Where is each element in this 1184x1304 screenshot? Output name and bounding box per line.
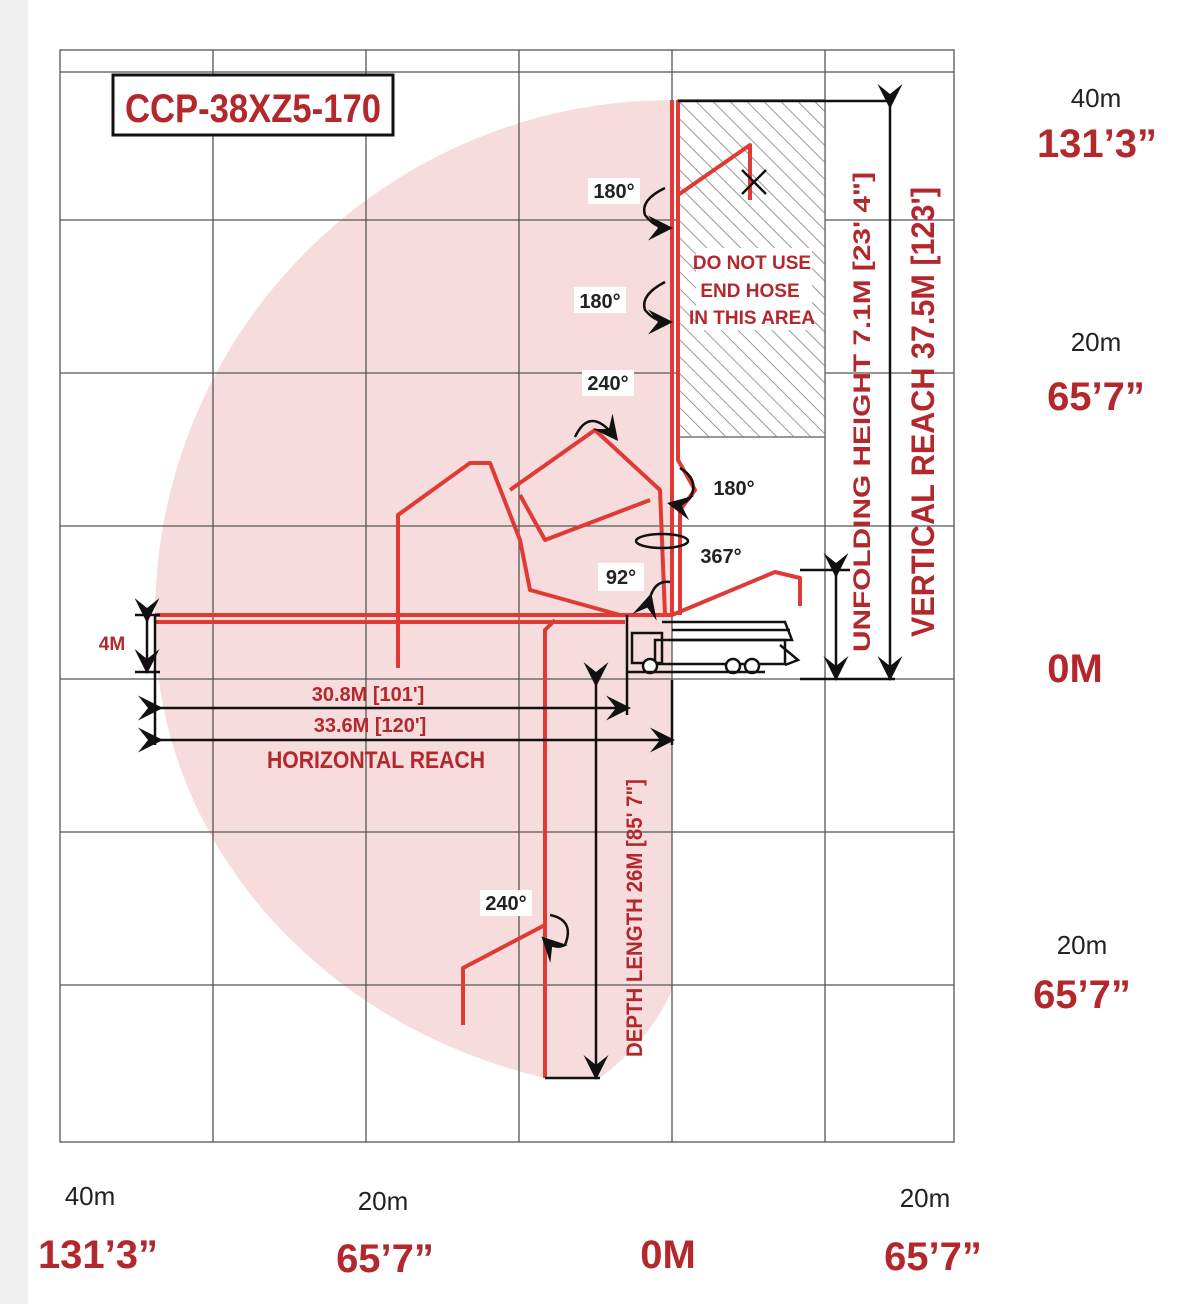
- scale-imperial: 0M: [640, 1233, 696, 1277]
- scale-metric: 20m: [1071, 327, 1122, 357]
- scale-metric: 20m: [900, 1183, 951, 1213]
- angle-label: 180°: [713, 478, 754, 500]
- scale-imperial: 131’3”: [1037, 122, 1157, 166]
- no-hose-line-2: END HOSE: [700, 281, 799, 302]
- boom-positions: [155, 100, 802, 1078]
- no-hose-line-3: IN THIS AREA: [689, 308, 815, 329]
- model-title: CCP-38XZ5-170: [125, 87, 381, 131]
- horizontal-reach-label: HORIZONTAL REACH: [267, 747, 485, 774]
- scale-metric: 20m: [358, 1186, 409, 1216]
- rotation-arrow-icons: [541, 186, 695, 963]
- angle-label: 240°: [485, 893, 526, 915]
- scale-imperial: 65’7”: [884, 1235, 982, 1279]
- scale-imperial: 65’7”: [336, 1237, 434, 1281]
- depth-length-label: DEPTH LENGTH 26M [85' 7"]: [622, 779, 647, 1057]
- angle-label: 92°: [606, 567, 636, 589]
- no-hose-line-1: DO NOT USE: [693, 253, 811, 274]
- left-height-label: 4M: [99, 634, 125, 655]
- angle-label: 367°: [700, 546, 741, 568]
- angle-label: 180°: [579, 291, 620, 313]
- angle-label: 180°: [593, 181, 634, 203]
- bottom-scale: 40m 131’3” 20m 65’7” 0M 20m 65’7”: [38, 1181, 982, 1281]
- scale-imperial: 65’7”: [1047, 375, 1145, 419]
- vertical-reach-label: VERTICAL REACH 37.5M [123']: [905, 187, 941, 637]
- reach-outer-label: 33.6M [120']: [314, 715, 427, 737]
- unfolding-height-label: UNFOLDING HEIGHT 7.1M [23' 4"]: [849, 172, 876, 652]
- scale-imperial: 131’3”: [38, 1233, 158, 1277]
- reach-inner-label: 30.8M [101']: [312, 684, 425, 706]
- scale-metric: 40m: [65, 1181, 116, 1211]
- reach-envelope: [154, 100, 673, 1078]
- scale-imperial: 65’7”: [1033, 973, 1131, 1017]
- scale-imperial: 0M: [1047, 647, 1103, 691]
- truck-icon: [628, 620, 801, 675]
- dimension-lines: [134, 84, 903, 1080]
- right-scale: 40m 131’3” 20m 65’7” 0M 20m 65’7”: [1033, 83, 1157, 1017]
- scale-metric: 20m: [1057, 930, 1108, 960]
- scale-metric: 40m: [1071, 83, 1122, 113]
- angle-label: 240°: [587, 373, 628, 395]
